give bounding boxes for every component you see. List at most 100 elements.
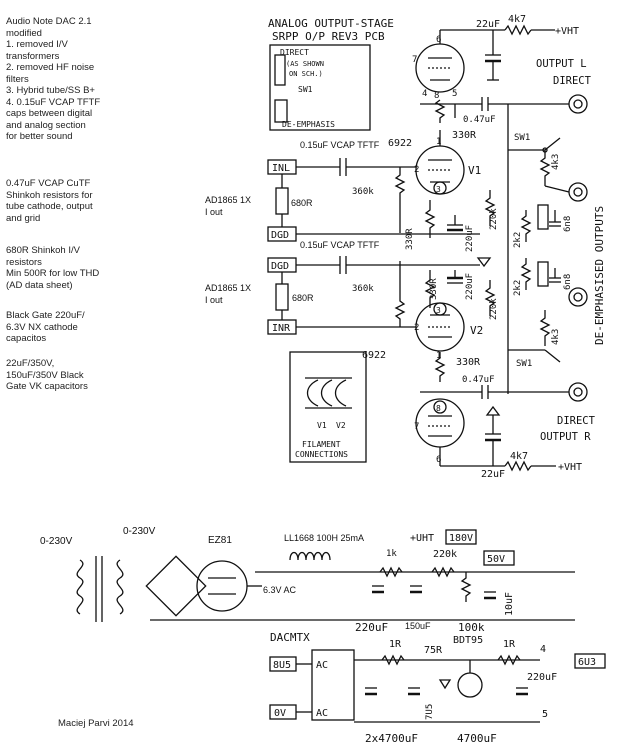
resistor-label: 330R [452,130,477,141]
pin-label: 3 [436,306,441,315]
pin-label: 8 [434,91,439,101]
filament-title: CONNECTIONS [295,450,348,459]
note-line: modified [6,27,42,39]
direct-box [269,44,371,131]
note-line: 6.3V NX cathode [6,321,78,333]
resistor-label: 680R [291,198,313,208]
note-line: Shinkoh resistors for [6,189,93,201]
rectifier-label: EZ81 [208,535,232,546]
direct-box-line: (AS SHOWN [286,60,324,68]
dacmtx-label: DACMTX [270,631,310,644]
jack-de-emph-l [568,182,588,202]
resistor-label: 1k [386,549,397,559]
capacitor-label: 6n8 [563,216,573,232]
voltage-tag: 0V [274,708,286,719]
pin-label: 1 [436,351,441,361]
note-line: 22uF/350V, [6,358,55,369]
iv-notes: 680R Shinkoh I/V resistors Min 500R for … [6,245,99,291]
vht-label: +VHT [555,26,579,37]
capacitor-label: 0.47uF [462,375,495,385]
resistor-label: 330R [429,278,439,300]
resistor-label: 1R [503,639,516,650]
switch-label: SW1 [516,359,532,369]
dac-label: AD1865 1X [205,283,251,293]
dac-label: I out [205,207,223,217]
pin-label: 4 [422,89,427,99]
stage-subtitle: SRPP O/P REV3 PCB [272,30,385,43]
vht-label: +UHT [410,533,434,544]
tube-v2: 3 2 1 [414,302,465,361]
capacitor-label: 4700uF [457,732,497,745]
voltage-tag: 8U5 [273,660,291,671]
top-tube-r: 8 6 7 [414,398,465,465]
note-line: Audio Note DAC 2.1 [6,16,92,27]
choke-label: LL1668 100H 25mA [284,533,364,543]
pin-label: 2 [414,323,419,333]
resistor-label: 2k2 [513,232,523,248]
note-line: 4. 0.15uF VCAP TFTF [6,96,101,108]
resistor-label: 330R [456,357,481,368]
psu: 0-230V 0-230V EZ81 LL1668 100H 25mA 6.3V… [40,526,606,745]
capacitor-label: 22uF [481,469,505,480]
note-line: filters [6,73,29,85]
resistor-label: 220k [433,549,457,560]
jack-de-emph-r [568,287,588,307]
capacitor-label: 2x4700uF [365,732,418,745]
resistor-label: 680R [292,293,314,303]
pin-label: 5 [542,709,548,720]
note-line: tube cathode, output [6,201,93,212]
capacitor-label: 150uF [405,621,431,631]
ac-label: AC [316,708,328,719]
bg-notes: Black Gate 220uF/ 6.3V NX cathode capaci… [6,310,85,345]
transistor-label: BDT95 [453,635,483,646]
secondary-label: 0-230V [123,526,156,537]
capacitor-label: 10uF [504,592,515,616]
resistor-label: 360k [352,284,374,294]
note-line: 150uF/350V Black [6,369,84,381]
output-l-label: OUTPUT L [536,58,587,70]
pin-label: 2 [414,165,419,175]
dgd-label: DGD [271,230,289,241]
mod-notes: Audio Note DAC 2.1 modified 1. removed I… [6,16,100,143]
resistor-label: 330R [405,228,415,250]
note-line: and grid [6,212,41,224]
note-line: 2. removed HF noise [6,62,95,73]
note-line: transformers [6,50,60,62]
pin-label: 3 [436,185,441,194]
mains-label: 0-230V [40,536,73,547]
tube-label: 6922 [362,350,386,361]
de-emph-label: DE-EMPHASISED OUTPUTS [593,206,606,345]
vht-label: +VHT [558,462,582,473]
resistor-label: 4k7 [508,14,526,25]
note-line: capacitos [6,333,47,344]
note-line: 3. Hybrid tube/SS B+ [6,85,95,96]
resistor-label: 220k [489,298,499,320]
tube-label: 6922 [388,138,412,149]
capacitor-label: 6n8 [563,274,573,290]
note-line: Min 500R for low THD [6,268,100,279]
resistor-label: 1R [389,639,402,650]
filament-title: FILAMENT [302,440,341,449]
switch-label: SW1 [514,133,530,143]
pin-label: 4 [540,644,546,655]
stage-header: ANALOG OUTPUT-STAGE SRPP O/P REV3 PCB DI… [268,17,394,131]
direct-box-line: SW1 [298,85,313,94]
note-line: caps between digital [6,108,93,119]
pin-label: 5 [452,89,457,99]
cutf-notes: 0.47uF VCAP CuTF Shinkoh resistors for t… [6,178,93,224]
note-line: 680R Shinkoh I/V [6,245,80,256]
dgd-label: DGD [271,261,289,272]
capacitor-label: 0.15uF VCAP TFTF [300,240,380,250]
zener-label: 7U5 [425,704,435,720]
note-line: and analog section [6,119,86,131]
resistor-label: 4k3 [551,154,561,170]
capacitor-label: 220uF [465,225,475,252]
note-line: Black Gate 220uF/ [6,310,85,321]
capacitor-label: 0.15uF VCAP TFTF [300,140,380,150]
resistor-label: 100k [458,621,485,634]
capacitor-label: 220uF [355,621,388,634]
heater-label: 6.3V AC [263,585,297,595]
caps-notes: 22uF/350V, 150uF/350V Black Gate VK capa… [6,358,88,393]
capacitor-label: 220uF [465,273,475,300]
